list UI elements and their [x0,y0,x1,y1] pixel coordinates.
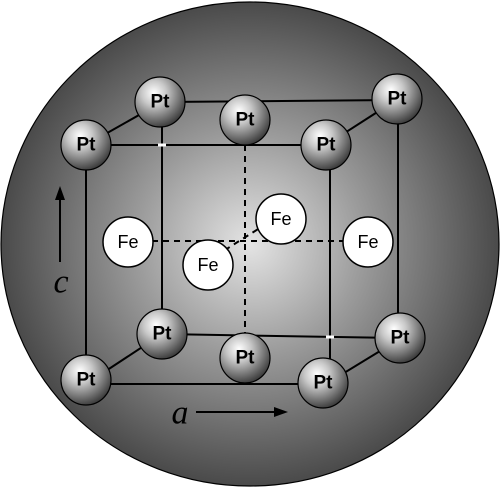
crossing-gaps [158,143,334,339]
fe-atom-label: Fe [270,209,291,229]
pt-atom-back-bottom-left: Pt [136,308,188,360]
pt-atoms: Pt Pt Pt Pt Pt Pt Pt Pt [60,73,426,409]
pt-atom-label: Pt [236,348,256,369]
pt-atom-back-top-right: Pt [371,73,423,125]
pt-atom-label: Pt [77,370,97,391]
pt-atom-label: Pt [151,92,171,113]
fe-atom-label: Fe [357,232,378,252]
pt-atom-back-top-left: Pt [134,76,186,128]
pt-atom-label: Pt [317,135,337,156]
back-face-edges [161,99,399,339]
fe-atom-right: Fe [342,216,394,268]
pt-atom-back-top-middle: Pt [219,94,271,146]
pt-atom-label: Pt [388,89,408,110]
pt-atom-label: Pt [314,373,334,394]
pt-atom-front-top-left: Pt [60,119,112,171]
fe-atom-front: Fe [182,239,234,291]
fe-atom-back: Fe [255,193,307,245]
fe-atom-label: Fe [117,232,138,252]
pt-atom-label: Pt [153,324,173,345]
a-axis-arrow [196,407,288,417]
pt-atom-front-bottom-right: Pt [297,357,349,409]
pt-atom-bottom-middle: Pt [219,332,271,384]
front-face-edges [85,144,331,385]
back-top-edge [161,99,395,103]
pt-atom-label: Pt [391,328,411,349]
pt-atom-back-bottom-right: Pt [374,312,426,364]
fe-atoms: Fe Fe Fe Fe [102,193,394,291]
pt-atom-label: Pt [236,110,256,131]
pt-atom-label: Pt [77,135,97,156]
c-axis-label: c [53,264,68,301]
fe-atom-label: Fe [197,255,218,275]
a-axis-label: a [172,395,189,432]
pt-atom-front-bottom-left: Pt [60,354,112,406]
pt-atom-front-top-right: Pt [300,119,352,171]
c-axis-arrow [55,186,65,262]
fe-atom-left: Fe [102,216,154,268]
back-bottom-edge [161,333,397,339]
